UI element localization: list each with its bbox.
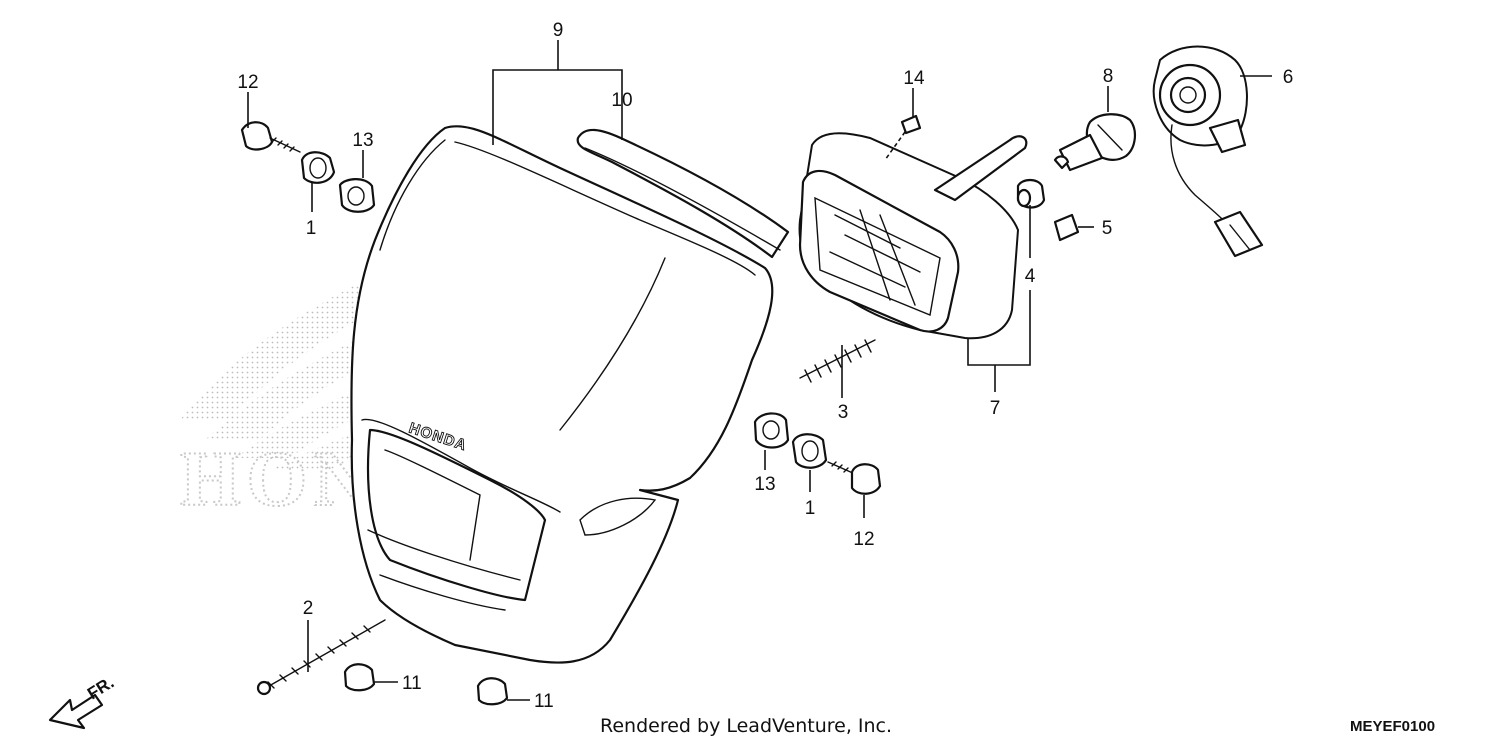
nut-11-right [476, 677, 509, 706]
callout-5: 5 [1102, 218, 1113, 239]
callout-1-lower: 1 [805, 498, 816, 519]
headlight-bulb [1053, 113, 1136, 172]
callout-10: 10 [611, 90, 632, 111]
screw-2 [256, 619, 386, 696]
callout-2: 2 [303, 598, 314, 619]
callout-11-left: 11 [402, 673, 422, 694]
nut-11-left [343, 663, 376, 692]
collar-1-lower [791, 433, 828, 469]
callout-13-upper: 13 [352, 130, 373, 151]
headlight-visor: HONDA [350, 125, 774, 664]
callout-4: 4 [1025, 266, 1036, 287]
bulb-socket [1152, 45, 1264, 258]
callout-12-lower: 12 [853, 529, 874, 550]
leader-lines [247, 40, 1272, 701]
seal-strip [576, 128, 790, 259]
callout-8: 8 [1103, 66, 1114, 87]
diagram-code: MEYEF0100 [1350, 718, 1435, 735]
callout-13-lower: 13 [754, 474, 775, 495]
callout-9: 9 [553, 20, 564, 41]
bolt-12-lower [827, 461, 882, 495]
callout-1-upper: 1 [306, 218, 317, 239]
grommet-13-upper [338, 178, 376, 213]
bolt-12-upper [240, 121, 301, 153]
adjuster-spring [799, 339, 876, 383]
clip-nut [1053, 213, 1080, 242]
collar-1-upper [300, 151, 336, 184]
callout-3: 3 [838, 402, 849, 423]
callout-14: 14 [903, 68, 925, 89]
callout-12-upper: 12 [237, 72, 258, 93]
front-direction-arrow: FR. [48, 673, 117, 730]
grommet-13-lower [753, 412, 790, 449]
screw-14 [884, 114, 922, 161]
headlight-unit [798, 132, 1028, 340]
grommet [1016, 178, 1046, 209]
callout-11-right: 11 [534, 691, 554, 712]
callout-6: 6 [1283, 67, 1294, 88]
callout-7: 7 [990, 398, 1001, 419]
render-credit: Rendered by LeadVenture, Inc. [600, 715, 892, 737]
